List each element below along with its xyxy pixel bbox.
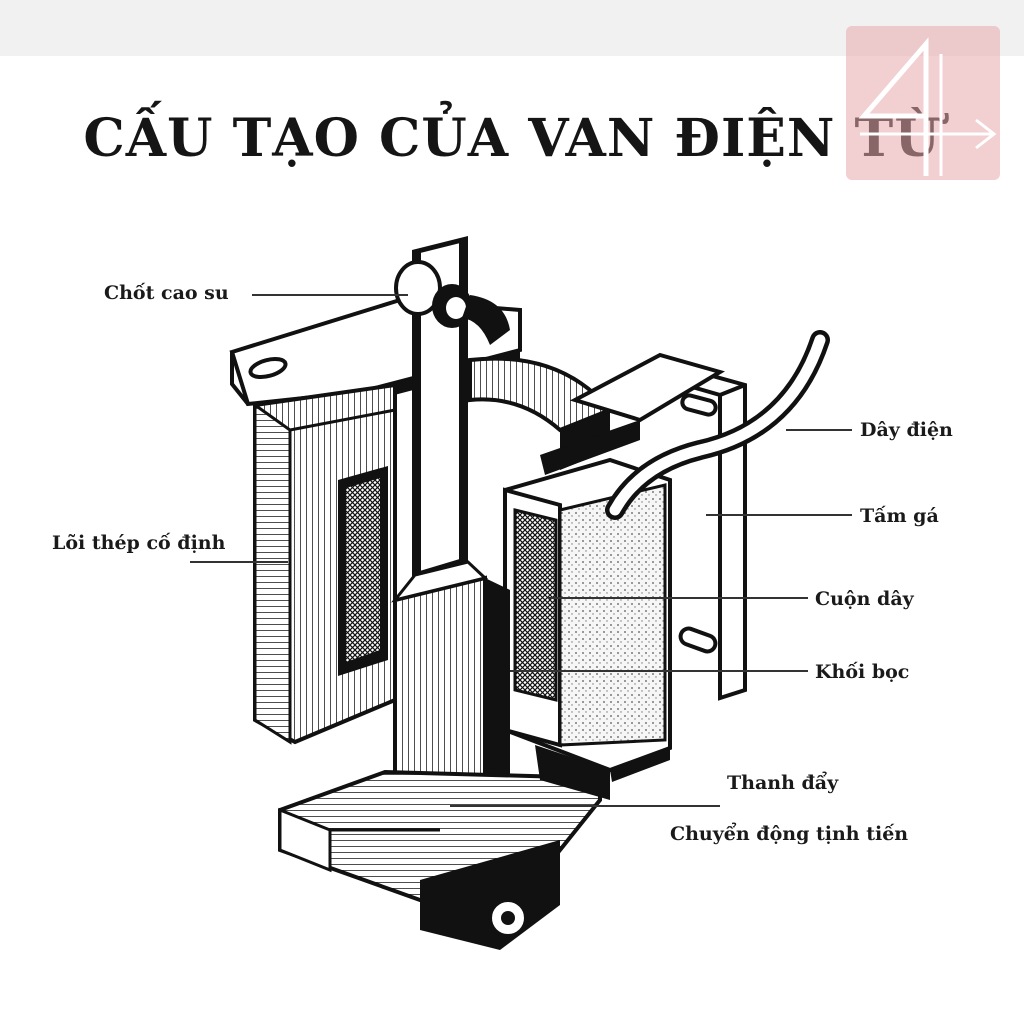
- label-coil: Cuộn dây: [815, 588, 914, 610]
- leader-lines: [190, 294, 852, 807]
- label-wire: Dây điện: [860, 419, 953, 441]
- bottom-base: [278, 745, 610, 950]
- label-housing: Khối bọc: [815, 661, 910, 683]
- fixed-core-left: [253, 382, 397, 745]
- rubber-pin: [394, 260, 510, 345]
- label-linear-motion: Chuyển động tịnh tiến: [670, 823, 909, 845]
- wire: [605, 330, 830, 520]
- label-rubber-pin: Chốt cao su: [104, 282, 229, 304]
- coil-housing: [503, 457, 672, 782]
- diagram-title: CẤU TẠO CỦA VAN ĐIỆN TỪ: [83, 108, 941, 169]
- label-push-rod: Thanh đẩy: [727, 772, 839, 794]
- label-mount-plate: Tấm gá: [860, 505, 939, 527]
- mount-plate-right: [540, 352, 747, 701]
- brand-logo-icon: [846, 26, 1000, 180]
- label-fixed-core: Lõi thép cố định: [52, 532, 226, 554]
